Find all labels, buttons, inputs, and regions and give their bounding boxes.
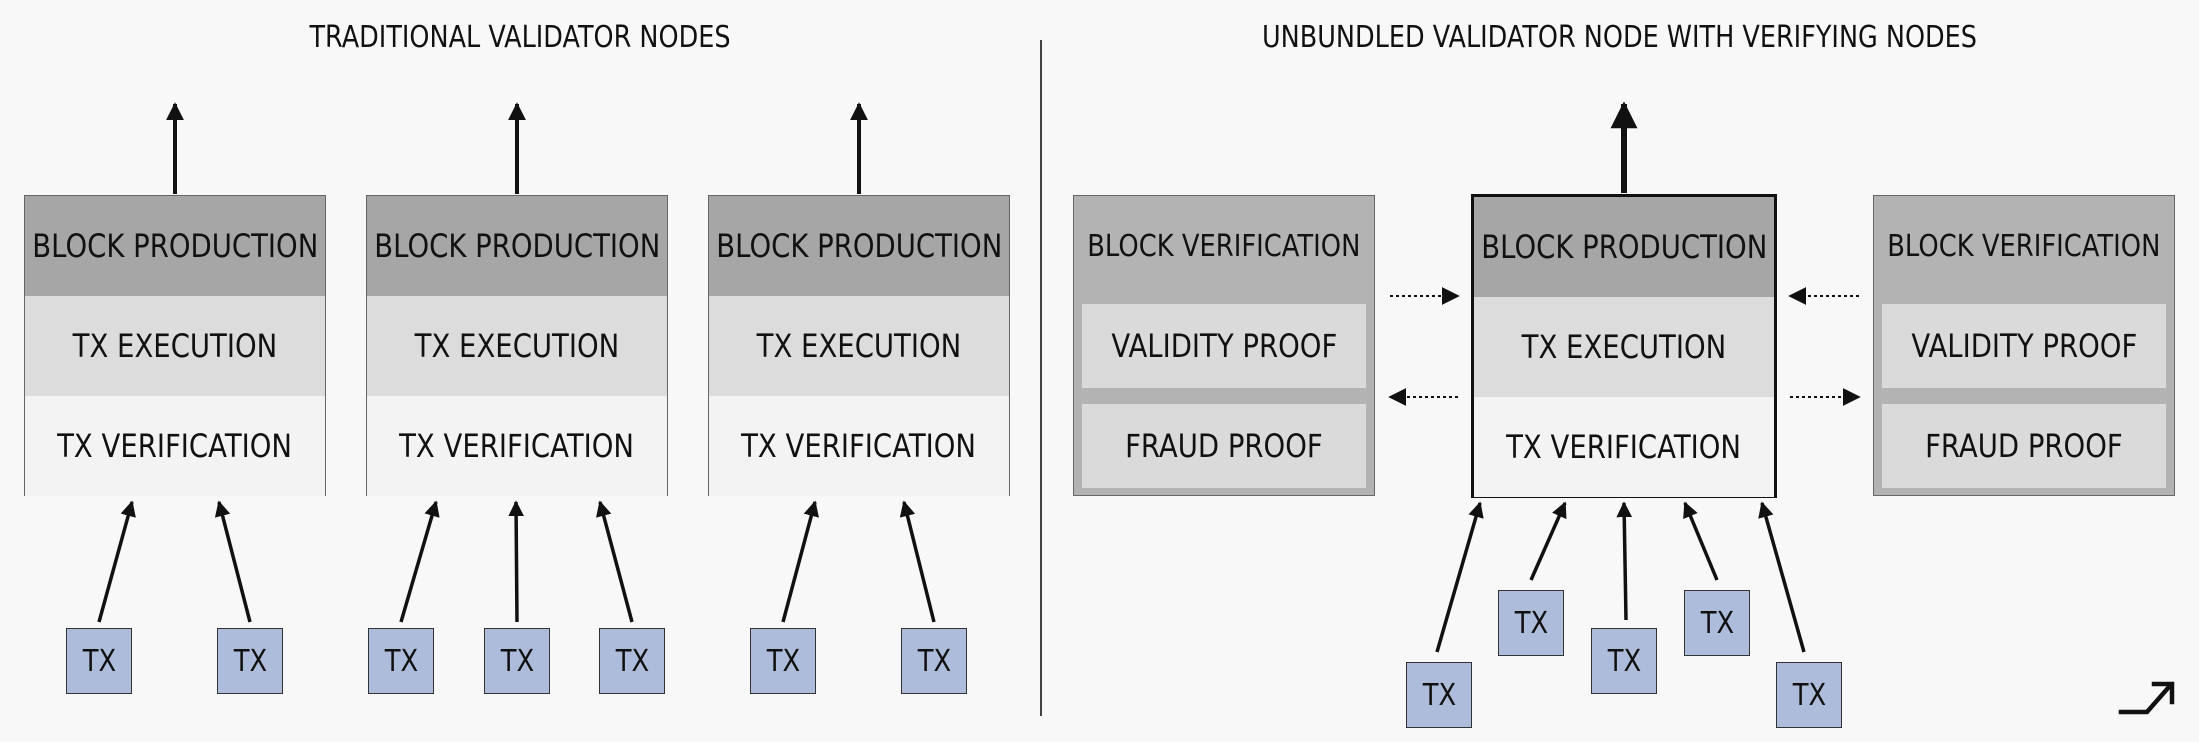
tx-input-arrow <box>399 500 440 623</box>
traditional-validator-node-3: BLOCK PRODUCTION TX EXECUTION TX VERIFIC… <box>708 195 1010 496</box>
tx-execution-band: TX EXECUTION <box>25 296 325 396</box>
tx-box: TX <box>368 628 434 694</box>
tx-verification-band: TX VERIFICATION <box>709 396 1009 496</box>
tx-box: TX <box>217 628 283 694</box>
fraud-proof-band: FRAUD PROOF <box>1082 404 1366 488</box>
tx-box: TX <box>1776 662 1842 728</box>
validity-proof-band: VALIDITY PROOF <box>1882 304 2166 388</box>
block-production-band: BLOCK PRODUCTION <box>1474 197 1774 297</box>
fraud-proof-band: FRAUD PROOF <box>1882 404 2166 488</box>
diagonal-arrow-logo-icon <box>2118 681 2175 715</box>
tx-box: TX <box>1498 590 1564 656</box>
block-production-band: BLOCK PRODUCTION <box>709 196 1009 296</box>
tx-input-arrow <box>1683 501 1719 581</box>
validity-proof-band: VALIDITY PROOF <box>1082 304 1366 388</box>
tx-box: TX <box>750 628 816 694</box>
tx-input-arrow <box>781 500 819 623</box>
tx-box: TX <box>1406 662 1472 728</box>
tx-verification-band: TX VERIFICATION <box>1474 397 1774 497</box>
panel-divider <box>1040 40 1042 716</box>
tx-input-arrow <box>596 500 634 623</box>
block-production-band: BLOCK PRODUCTION <box>367 196 667 296</box>
tx-execution-band: TX EXECUTION <box>367 296 667 396</box>
tx-input-arrow <box>214 500 252 623</box>
tx-execution-band: TX EXECUTION <box>1474 297 1774 397</box>
block-verification-band: BLOCK VERIFICATION <box>1074 196 1374 296</box>
verifying-node-right: BLOCK VERIFICATION VALIDITY PROOF FRAUD … <box>1873 195 2175 496</box>
tx-execution-band: TX EXECUTION <box>709 296 1009 396</box>
tx-input-arrow <box>508 500 524 623</box>
verifying-node-left: BLOCK VERIFICATION VALIDITY PROOF FRAUD … <box>1073 195 1375 496</box>
tx-box: TX <box>1591 628 1657 694</box>
tx-box: TX <box>1684 590 1750 656</box>
traditional-validator-node-2: BLOCK PRODUCTION TX EXECUTION TX VERIFIC… <box>366 195 668 496</box>
tx-input-arrow <box>1758 501 1806 653</box>
tx-box: TX <box>66 628 132 694</box>
tx-box: TX <box>599 628 665 694</box>
block-verification-band: BLOCK VERIFICATION <box>1874 196 2174 296</box>
tx-input-arrow <box>97 500 136 623</box>
traditional-validator-node-1: BLOCK PRODUCTION TX EXECUTION TX VERIFIC… <box>24 195 326 496</box>
right-panel-title: UNBUNDLED VALIDATOR NODE WITH VERIFYING … <box>1262 20 1977 55</box>
tx-box: TX <box>484 628 550 694</box>
tx-input-arrow <box>1435 501 1484 653</box>
left-panel-title: TRADITIONAL VALIDATOR NODES <box>309 20 731 55</box>
tx-box: TX <box>901 628 967 694</box>
tx-input-arrow <box>1616 501 1633 621</box>
tx-verification-band: TX VERIFICATION <box>367 396 667 496</box>
tx-input-arrow <box>899 500 936 623</box>
block-production-band: BLOCK PRODUCTION <box>25 196 325 296</box>
tx-verification-band: TX VERIFICATION <box>25 396 325 496</box>
unbundled-validator-node: BLOCK PRODUCTION TX EXECUTION TX VERIFIC… <box>1471 194 1777 498</box>
tx-input-arrow <box>1529 501 1567 581</box>
